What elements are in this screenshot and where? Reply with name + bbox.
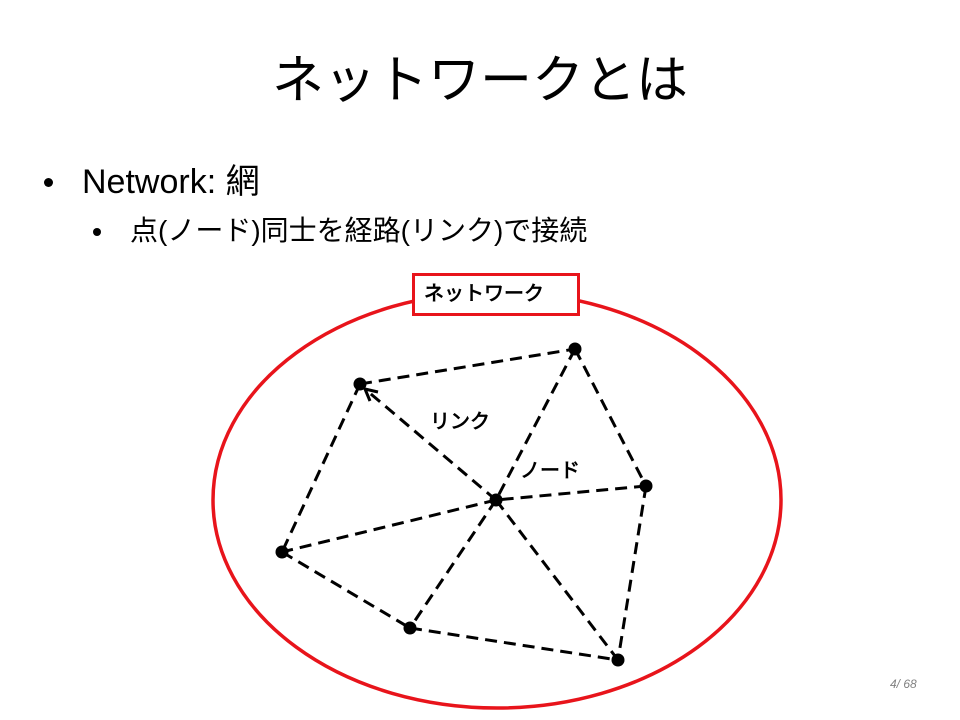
bullet-icon bbox=[44, 178, 53, 187]
node-dot bbox=[568, 342, 582, 356]
slide-title: ネットワークとは bbox=[271, 52, 688, 110]
link-edge bbox=[359, 347, 576, 386]
node-dot bbox=[639, 479, 653, 493]
link-edge bbox=[494, 348, 577, 501]
link-edge bbox=[281, 498, 497, 554]
network-label-box: ネットワーク bbox=[412, 273, 580, 316]
link-edge bbox=[364, 387, 497, 502]
node-dot bbox=[275, 545, 289, 559]
sub-bullet-definition: 点(ノード)同士を経路(リンク)で接続 bbox=[130, 215, 588, 246]
node-dot bbox=[611, 653, 625, 667]
link-edge bbox=[281, 550, 411, 630]
bullet-icon bbox=[93, 228, 101, 236]
link-edge bbox=[409, 626, 619, 662]
node-label: ノード bbox=[520, 460, 580, 482]
bullet-network: Network: 網 bbox=[82, 163, 260, 201]
link-label: リンク bbox=[430, 411, 490, 433]
page-number: 4/ 68 bbox=[890, 677, 917, 691]
link-edge bbox=[280, 383, 362, 553]
link-edge bbox=[573, 348, 648, 487]
link-edge bbox=[494, 499, 620, 661]
arrow-icon bbox=[362, 386, 379, 402]
link-edge bbox=[616, 485, 648, 661]
node-dot bbox=[353, 377, 367, 391]
node-dot bbox=[489, 493, 503, 507]
node-dot bbox=[403, 621, 417, 635]
link-edge bbox=[408, 499, 498, 629]
network-label: ネットワーク bbox=[424, 283, 544, 305]
link-edge bbox=[495, 484, 647, 502]
